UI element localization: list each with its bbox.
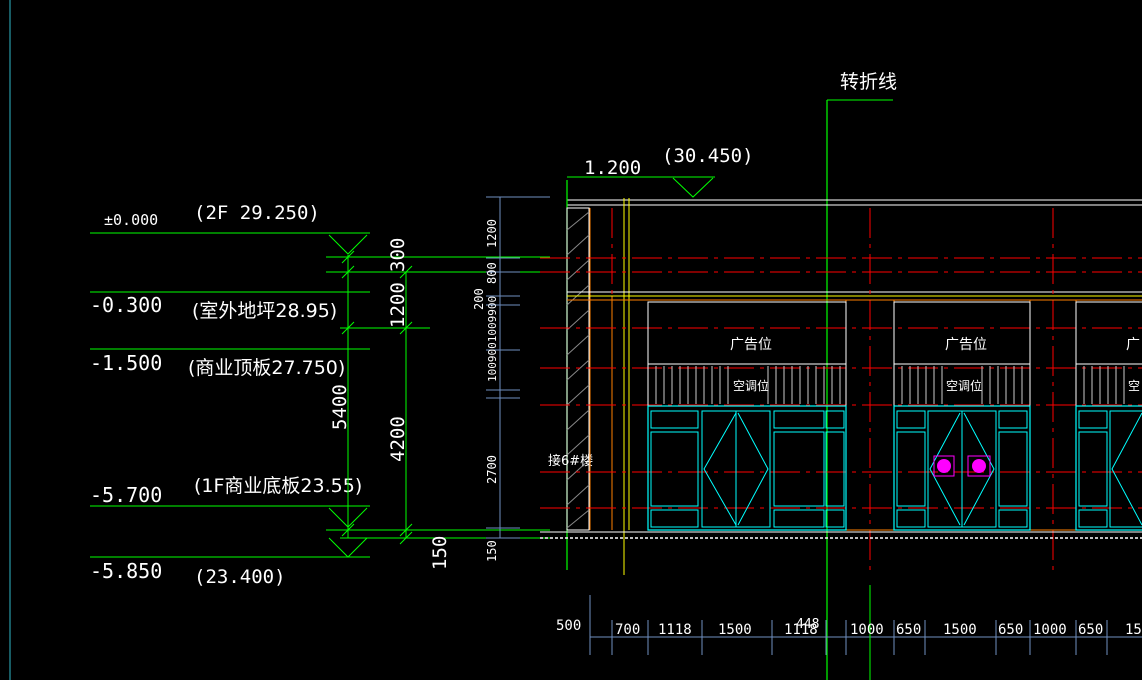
elevation-zero-absolute: (2F 29.250): [194, 202, 320, 224]
elevation-commercial-top-absolute: (商业顶板27.750): [188, 357, 345, 379]
dimension-1200-right: 1200: [485, 219, 499, 248]
vertical-dimension-chain-left[interactable]: 300 1200 5400 4200 150: [326, 238, 550, 570]
dimension-800: 800: [485, 262, 499, 284]
ad-space-label-3: 广: [1126, 337, 1140, 353]
elevation-marker-floor1[interactable]: -5.700 (1F商业底板23.55): [90, 475, 370, 528]
elevation-bottom-absolute: (23.400): [194, 566, 286, 588]
dimension-650-b: 650: [998, 622, 1023, 638]
dimension-500: 500: [556, 618, 581, 634]
roof-elevation-marker[interactable]: 1.200 (30.450): [567, 145, 754, 198]
adjacent-building-wall: [566, 207, 590, 531]
elevation-floor1-absolute: (1F商业底板23.55): [194, 475, 362, 497]
dimension-1118-a: 1118: [658, 622, 692, 638]
dimension-4200: 4200: [387, 416, 409, 462]
storefront-bay-3[interactable]: 广 空: [1075, 301, 1142, 531]
selection-grip-2[interactable]: [967, 455, 991, 477]
dimension-1500-b: 1500: [943, 622, 977, 638]
building-label: 接6#楼: [548, 453, 593, 469]
dimension-5400: 5400: [329, 384, 351, 430]
dimension-stack: 1009001009900: [486, 296, 499, 382]
ac-space-label-2: 空调位: [946, 378, 982, 393]
elevation-marker-commercial-top[interactable]: -1.500 (商业顶板27.750): [90, 348, 370, 379]
dimension-150-left: 150: [429, 536, 451, 570]
elevation-zero-value: ±0.000: [104, 211, 158, 229]
elevation-marker-bottom[interactable]: -5.850 (23.400): [90, 537, 370, 588]
break-line-callout[interactable]: 转折线: [826, 71, 897, 680]
elevation-bottom-value: -5.850: [90, 559, 162, 583]
dimension-1000-a: 1000: [850, 622, 884, 638]
selection-grip-1[interactable]: [933, 455, 955, 477]
roof-elevation-value: 1.200: [584, 157, 641, 179]
ac-space-label-1: 空调位: [733, 378, 769, 393]
dimension-700: 700: [615, 622, 640, 638]
building-elevation[interactable]: 接6#楼 广告位: [540, 180, 1142, 575]
dimension-2700: 2700: [485, 455, 499, 484]
dimension-448: 448: [796, 617, 819, 632]
dimension-650-a: 650: [896, 622, 921, 638]
break-line-label: 转折线: [840, 71, 897, 93]
elevation-marker-outdoor[interactable]: -0.300 (室外地坪28.95): [90, 291, 370, 322]
horizontal-dimension-chain[interactable]: 500 700 1118 1500 1118 448 1000 650 1500…: [556, 585, 1142, 680]
ac-space-label-3: 空: [1128, 379, 1140, 393]
storefront-bay-2[interactable]: 广告位 空调位: [893, 301, 1031, 531]
dimension-1000-b: 1000: [1033, 622, 1067, 638]
vertical-dimension-chain-right[interactable]: 1200 800 200 1009001009900 2700 150: [472, 196, 550, 562]
elevation-outdoor-absolute: (室外地坪28.95): [192, 300, 337, 322]
dimension-300: 300: [387, 238, 409, 272]
elevation-commercial-top-value: -1.500: [90, 351, 162, 375]
roof-elevation-absolute: (30.450): [662, 145, 754, 167]
ad-space-label-2: 广告位: [945, 337, 987, 353]
dimension-1200-left: 1200: [387, 282, 409, 328]
dimension-650-c: 650: [1078, 622, 1103, 638]
storefront-bay-1[interactable]: 广告位 空调位: [647, 301, 847, 531]
elevation-floor1-value: -5.700: [90, 483, 162, 507]
elevation-marker-zero[interactable]: ±0.000 (2F 29.250): [90, 202, 370, 255]
ad-space-label-1: 广告位: [730, 337, 772, 353]
dimension-150-right: 150: [485, 540, 499, 562]
dimension-1500-a: 1500: [718, 622, 752, 638]
elevation-outdoor-value: -0.300: [90, 293, 162, 317]
dimension-1118-b: 1118: [784, 622, 818, 638]
dimension-200: 200: [472, 288, 486, 310]
dimension-15: 15: [1125, 622, 1142, 638]
